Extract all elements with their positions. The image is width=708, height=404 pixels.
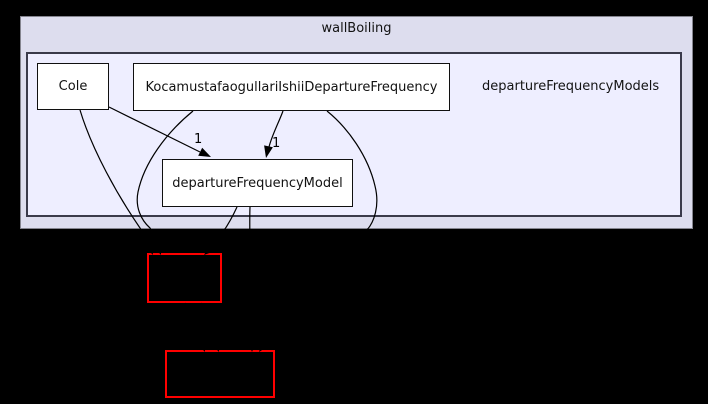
edge-label-cole-to-model: 1 (194, 132, 203, 147)
node-departure-frequency-model[interactable]: departureFrequencyModel (162, 159, 353, 207)
edge-external-1-to-external-2-b (200, 302, 218, 347)
external-directory-node-2[interactable] (165, 350, 275, 398)
cluster-departure-frequency-models-label[interactable]: departureFrequencyModels (482, 79, 660, 94)
cluster-wallboiling-label[interactable]: wallBoiling (321, 21, 392, 36)
edge-external-1-to-external-2-a (184, 302, 204, 347)
external-directory-node-1[interactable] (147, 253, 222, 303)
edge-label-kocamustafa-to-model: 1 (272, 136, 281, 151)
node-cole[interactable]: Cole (37, 63, 109, 110)
node-kocamustafaogullari-ishii-departure-frequency[interactable]: KocamustafaogullariIshiiDepartureFrequen… (133, 63, 450, 111)
node-departure-frequency-model-label: departureFrequencyModel (172, 175, 343, 191)
node-cole-label: Cole (58, 79, 88, 94)
node-kocamustafa-label: KocamustafaogullariIshiiDepartureFrequen… (145, 79, 438, 95)
